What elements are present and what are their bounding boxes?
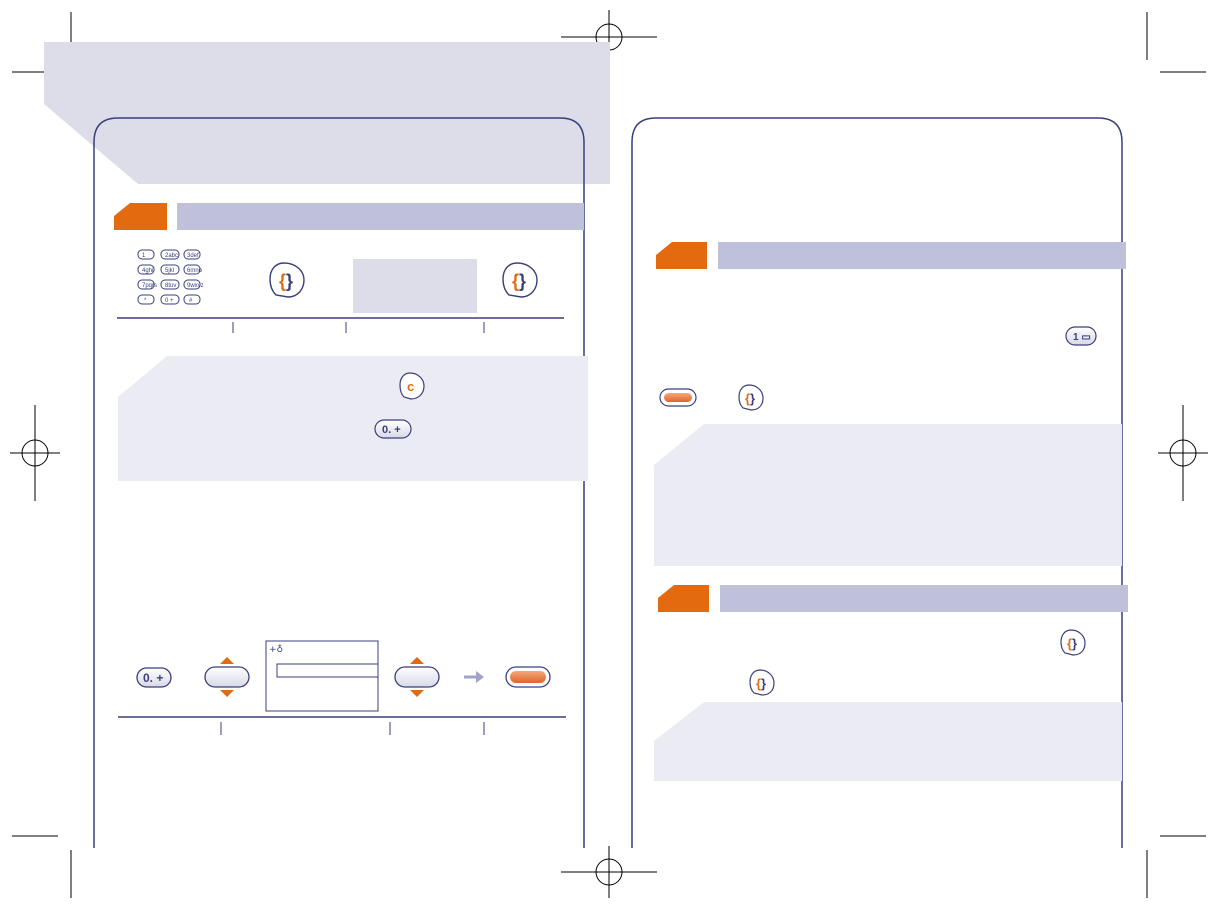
call-key-icon: { }	[738, 384, 764, 411]
right-page-frame	[631, 117, 1123, 848]
svg-text:}: }	[519, 271, 526, 291]
one-voicemail-key-icon: 1 ▭	[1065, 326, 1097, 346]
right-section-2-tab	[658, 585, 709, 612]
crop-marks	[12, 12, 1206, 898]
step-divider-2	[118, 716, 566, 735]
right-note-box-1	[654, 424, 1122, 566]
right-section-1-bar	[718, 242, 1126, 269]
zero-plus-key-icon: 0. +	[374, 419, 412, 439]
svg-text:0. +: 0. +	[382, 424, 401, 436]
screen-selection-bar	[276, 663, 379, 678]
svg-text:7pqrs: 7pqrs	[142, 283, 157, 289]
call-key-icon: { }	[1060, 629, 1086, 656]
svg-text:{: {	[745, 391, 750, 406]
svg-text:0 +: 0 +	[165, 298, 174, 304]
svg-text:{: {	[1067, 636, 1072, 651]
left-page-frame	[93, 117, 585, 848]
svg-text:#: #	[189, 298, 193, 304]
right-section-2-bar	[720, 585, 1128, 612]
svg-text:8tuv: 8tuv	[165, 283, 176, 289]
right-note-box-2	[654, 702, 1122, 781]
call-key-icon: { }	[502, 262, 538, 298]
svg-text:9wxyz: 9wxyz	[187, 283, 204, 289]
registration-mark-left	[10, 405, 60, 501]
svg-text:1 ▭: 1 ▭	[1073, 332, 1091, 343]
svg-text:3def: 3def	[187, 253, 199, 259]
svg-text:1: 1	[142, 253, 146, 259]
call-key-icon: { }	[269, 262, 305, 298]
svg-text:}: }	[750, 391, 755, 406]
svg-text:5jkl: 5jkl	[165, 268, 174, 274]
call-key-icon: { }	[749, 669, 775, 696]
svg-text:}: }	[761, 676, 766, 691]
clear-c-key-icon: c	[399, 372, 425, 400]
left-section-1-tab	[114, 203, 167, 230]
updown-navigation-key-icon	[394, 657, 440, 697]
zero-plus-key-icon: 0. +	[136, 667, 172, 688]
phone-screen-mockup: +♁	[265, 640, 379, 712]
svg-text:2abc: 2abc	[165, 253, 178, 259]
left-section-1-bar	[177, 203, 584, 230]
orange-oval-key-icon	[505, 666, 551, 688]
svg-text:{: {	[279, 271, 286, 291]
keypad-key-labels: 1 2abc 3def 4ghi 5jkl 6mno 7pqrs 8tuv 9wxyz * 0…	[142, 253, 204, 304]
right-section-1-tab	[656, 242, 707, 269]
orange-oval-key-icon	[659, 388, 697, 407]
left-note-box	[118, 356, 588, 481]
screen-status-icon: +♁	[269, 644, 283, 655]
right-arrow-icon	[464, 671, 484, 683]
svg-text:}: }	[1072, 636, 1077, 651]
svg-text:4ghi: 4ghi	[142, 268, 153, 274]
svg-text:{: {	[756, 676, 761, 691]
svg-text:c: c	[407, 379, 414, 394]
registration-mark-right	[1158, 405, 1208, 501]
svg-text:6mno: 6mno	[187, 268, 203, 274]
svg-text:0. +: 0. +	[143, 671, 163, 685]
left-header-band	[44, 42, 610, 184]
registration-mark-bottom	[561, 846, 657, 898]
svg-text:}: }	[286, 271, 293, 291]
numeric-keypad-icon	[137, 249, 201, 305]
svg-text:*: *	[144, 298, 147, 304]
screen-display-box	[353, 259, 477, 313]
step-divider-1	[117, 317, 564, 333]
updown-navigation-key-icon	[204, 657, 250, 697]
svg-text:{: {	[512, 271, 519, 291]
